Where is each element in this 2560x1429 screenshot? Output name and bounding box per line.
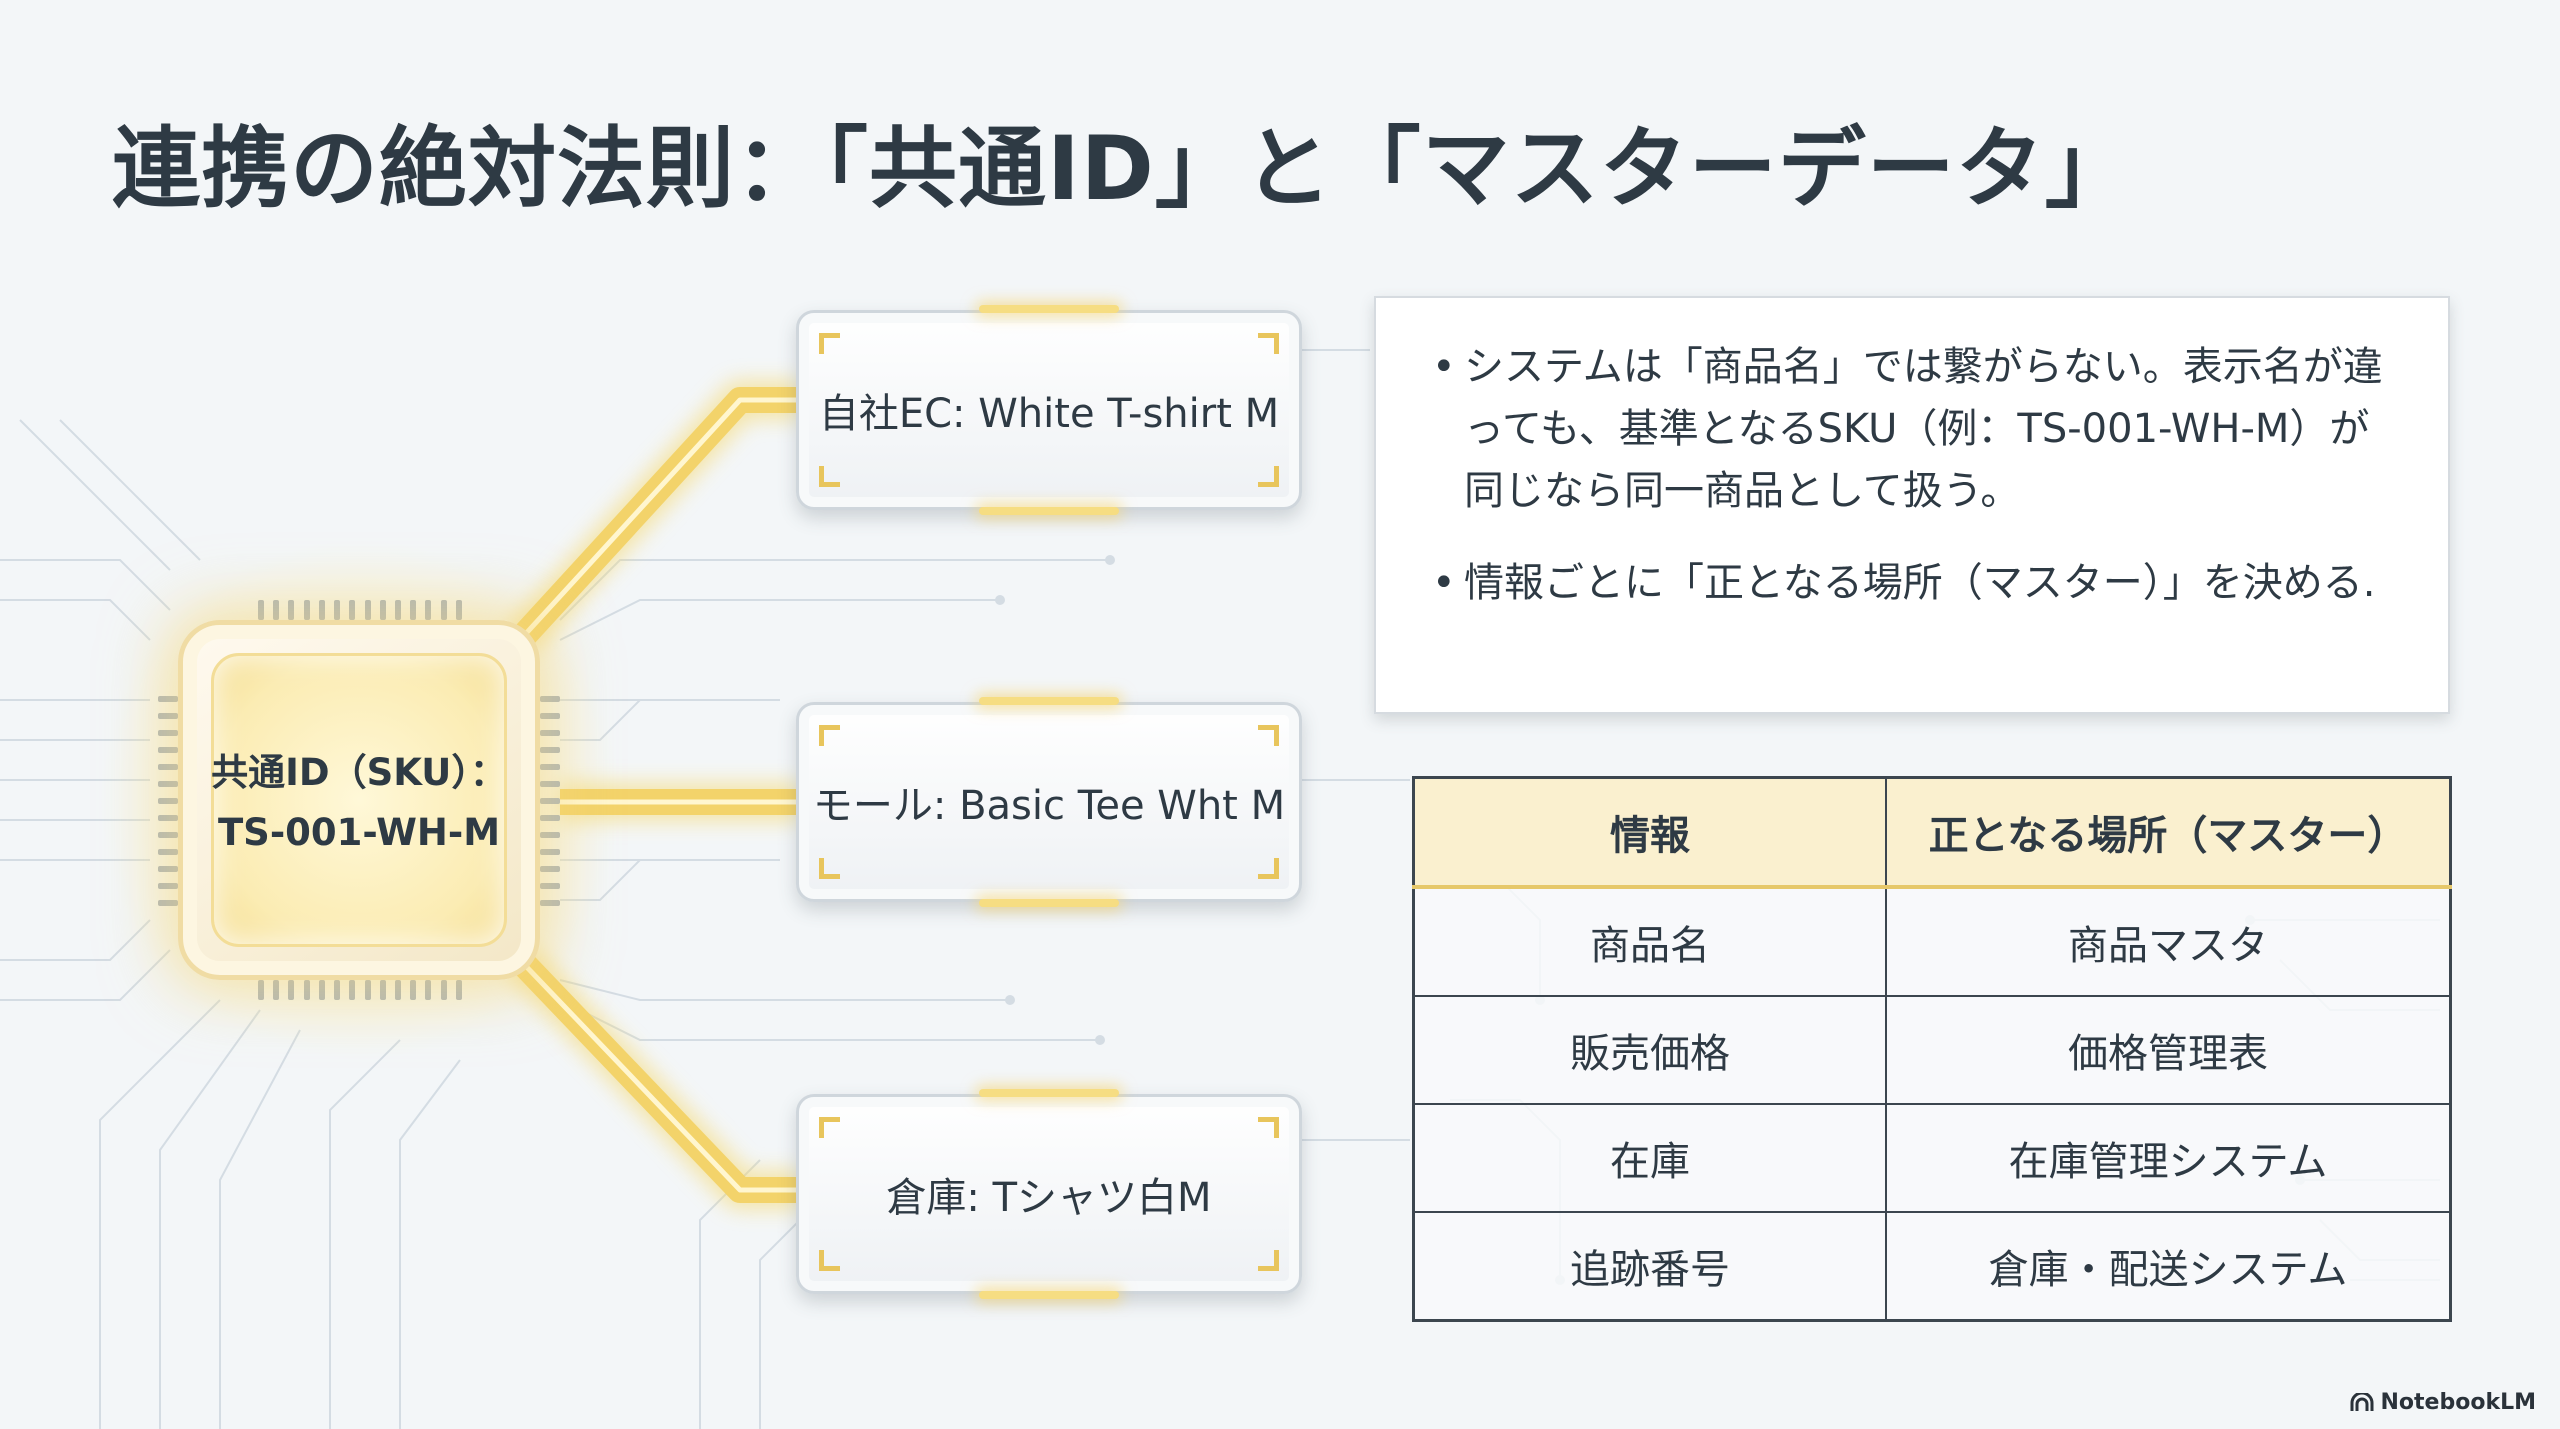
hub-label-line1: 共通ID（SKU）： <box>211 751 507 794</box>
table-row: 販売価格 価格管理表 <box>1412 995 2452 1105</box>
chip-pins-left <box>158 696 178 906</box>
explanation-bullet: システムは「商品名」では繋がらない。表示名が違っても、基準となるSKU（例：TS… <box>1426 336 2388 522</box>
node-own-ec: 自社EC: White T-shirt M <box>796 305 1302 515</box>
hub-label: 共通ID（SKU）： TS-001-WH-M <box>183 743 535 863</box>
chip-pins-right <box>540 696 560 906</box>
hub-label-line2: TS-001-WH-M <box>217 811 501 854</box>
table-cell: 倉庫・配送システム <box>1885 1211 2452 1322</box>
table-row: 商品名 商品マスタ <box>1412 886 2452 997</box>
slide-title: 連携の絶対法則：「共通ID」と「マスターデータ」 <box>112 117 2134 220</box>
node-label: 倉庫: Tシャツ白M <box>886 1175 1212 1221</box>
table-row: 追跡番号 倉庫・配送システム <box>1412 1211 2452 1322</box>
corner-bracket-icon <box>819 858 840 879</box>
corner-bracket-icon <box>819 1117 840 1138</box>
table-row: 在庫 在庫管理システム <box>1412 1103 2452 1213</box>
notebooklm-logo-icon <box>2350 1392 2374 1411</box>
notebooklm-watermark: NotebookLM <box>2349 1390 2536 1415</box>
table-cell: 追跡番号 <box>1412 1211 1887 1322</box>
table-cell: 在庫管理システム <box>1885 1103 2452 1213</box>
node-mall: モール: Basic Tee Wht M <box>796 697 1302 907</box>
corner-bracket-icon <box>1258 333 1279 354</box>
corner-bracket-icon <box>819 333 840 354</box>
table-cell: 価格管理表 <box>1885 995 2452 1105</box>
corner-bracket-icon <box>1258 1117 1279 1138</box>
table-header-row: 情報 正となる場所（マスター） <box>1412 776 2452 889</box>
node-warehouse: 倉庫: Tシャツ白M <box>796 1089 1302 1299</box>
table-cell: 在庫 <box>1412 1103 1887 1213</box>
table-cell: 商品マスタ <box>1885 886 2452 997</box>
corner-bracket-icon <box>1258 858 1279 879</box>
brand-name: NotebookLM <box>2380 1390 2536 1415</box>
master-data-table: 情報 正となる場所（マスター） 商品名 商品マスタ 販売価格 価格管理表 在庫 … <box>1412 776 2452 1322</box>
corner-bracket-icon <box>1258 1250 1279 1271</box>
corner-bracket-icon <box>819 466 840 487</box>
corner-bracket-icon <box>1258 466 1279 487</box>
node-label: 自社EC: White T-shirt M <box>818 391 1280 437</box>
chip-pins-top <box>258 600 462 620</box>
chip-core <box>211 653 507 947</box>
chip-pins-bottom <box>258 980 462 1000</box>
explanation-panel: システムは「商品名」では繋がらない。表示名が違っても、基準となるSKU（例：TS… <box>1374 296 2450 714</box>
corner-bracket-icon <box>819 725 840 746</box>
table-header-master: 正となる場所（マスター） <box>1885 776 2452 889</box>
explanation-bullet: 情報ごとに「正となる場所（マスター）」を決める. <box>1426 552 2388 614</box>
sku-hub-chip: 共通ID（SKU）： TS-001-WH-M <box>178 620 540 980</box>
corner-bracket-icon <box>819 1250 840 1271</box>
node-label: モール: Basic Tee Wht M <box>812 783 1286 829</box>
corner-bracket-icon <box>1258 725 1279 746</box>
table-cell: 販売価格 <box>1412 995 1887 1105</box>
explanation-list: システムは「商品名」では繋がらない。表示名が違っても、基準となるSKU（例：TS… <box>1426 336 2388 614</box>
table-cell: 商品名 <box>1412 886 1887 997</box>
table-header-info: 情報 <box>1412 776 1887 889</box>
